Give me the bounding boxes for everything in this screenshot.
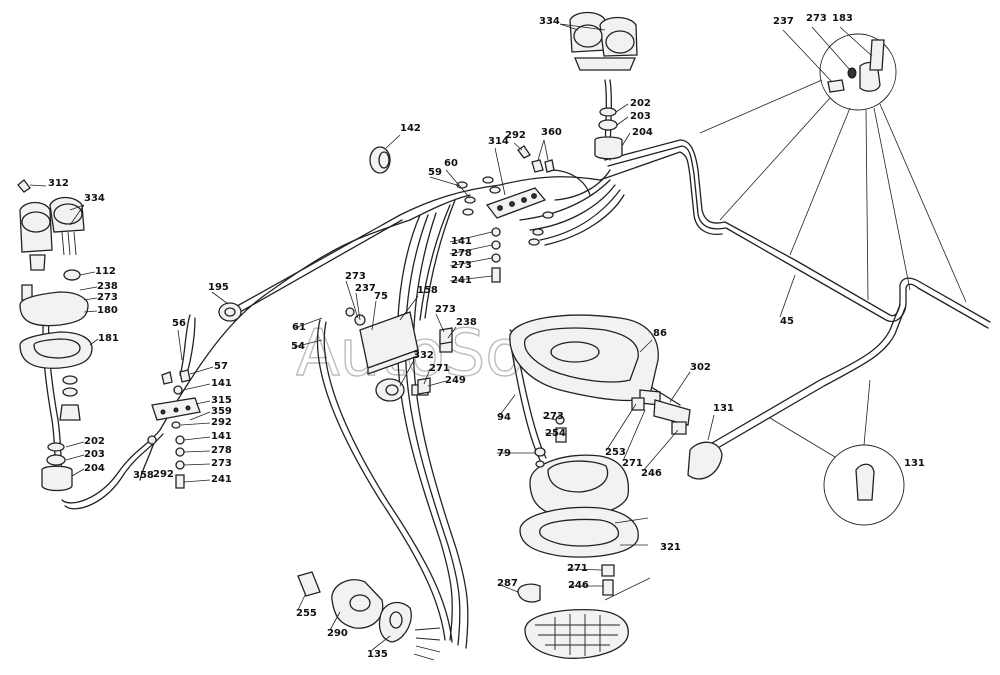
- part-callout-332: 332: [413, 350, 434, 361]
- part-callout-254: 254: [545, 428, 566, 439]
- part-callout-271: 271: [429, 363, 450, 374]
- leader-lines: [65, 23, 873, 651]
- part-callout-273: 273: [435, 304, 456, 315]
- part-callout-246: 246: [568, 580, 589, 591]
- part-callout-195: 195: [208, 282, 229, 293]
- part-callout-237: 237: [355, 283, 376, 294]
- part-callout-79: 79: [497, 448, 511, 459]
- part-callout-204: 204: [632, 127, 653, 138]
- part-callout-273: 273: [806, 13, 827, 24]
- left-lamp-assembly: [17, 179, 93, 492]
- part-callout-292: 292: [505, 130, 526, 141]
- part-callout-360: 360: [541, 127, 562, 138]
- part-callout-314: 314: [488, 136, 509, 147]
- part-callout-292: 292: [153, 469, 174, 480]
- part-callout-94: 94: [497, 412, 511, 423]
- bracket-131-detail: [687, 379, 905, 526]
- part-callout-302: 302: [690, 362, 711, 373]
- part-callout-202: 202: [84, 436, 105, 447]
- part-callout-312: 312: [48, 178, 69, 189]
- part-callout-57: 57: [214, 361, 228, 372]
- part-callout-253: 253: [605, 447, 626, 458]
- bracket-183-detail: [699, 33, 967, 303]
- part-callout-273: 273: [543, 411, 564, 422]
- part-callout-292: 292: [211, 417, 232, 428]
- part-callout-321: 321: [660, 542, 681, 553]
- small-fasteners: [417, 327, 567, 468]
- terminals-56-57: [161, 369, 191, 385]
- part-callout-359: 359: [211, 406, 232, 417]
- part-callout-59: 59: [428, 167, 442, 178]
- part-callout-255: 255: [296, 608, 317, 619]
- part-callout-183: 183: [832, 13, 853, 24]
- part-callout-358: 358: [133, 470, 154, 481]
- part-callout-241: 241: [211, 474, 232, 485]
- part-callout-61: 61: [292, 322, 306, 333]
- part-callout-287: 287: [497, 578, 518, 589]
- socket-290-group: [297, 571, 441, 661]
- part-callout-273: 273: [345, 271, 366, 282]
- part-callout-203: 203: [84, 449, 105, 460]
- part-callout-54: 54: [291, 341, 305, 352]
- terminal-block-314: [485, 145, 555, 283]
- lens-stack-321: [517, 454, 651, 659]
- part-callout-273: 273: [211, 458, 232, 469]
- part-callout-246: 246: [641, 468, 662, 479]
- part-callout-334: 334: [84, 193, 105, 204]
- part-callout-180: 180: [97, 305, 118, 316]
- part-callout-135: 135: [367, 649, 388, 660]
- part-callout-112: 112: [95, 266, 116, 277]
- part-callout-131: 131: [713, 403, 734, 414]
- part-callout-315: 315: [211, 395, 232, 406]
- part-callout-241: 241: [451, 275, 472, 286]
- part-callout-271: 271: [622, 458, 643, 469]
- part-callout-278: 278: [451, 248, 472, 259]
- part-callout-141: 141: [211, 378, 232, 389]
- part-callout-273: 273: [451, 260, 472, 271]
- part-callout-249: 249: [445, 375, 466, 386]
- part-callout-278: 278: [211, 445, 232, 456]
- top-lamp-assembly: [569, 11, 638, 160]
- part-callout-271: 271: [567, 563, 588, 574]
- part-callout-290: 290: [327, 628, 348, 639]
- part-callout-158: 158: [417, 285, 438, 296]
- part-callout-202: 202: [630, 98, 651, 109]
- grommet-195: [218, 302, 242, 322]
- left-connector-block: [147, 385, 201, 489]
- part-callout-204: 204: [84, 463, 105, 474]
- rear-lamp-housing: [509, 314, 691, 435]
- part-callout-203: 203: [630, 111, 651, 122]
- part-callout-237: 237: [773, 16, 794, 27]
- part-callout-273: 273: [97, 292, 118, 303]
- part-callout-238: 238: [97, 281, 118, 292]
- part-callout-131: 131: [904, 458, 925, 469]
- part-callout-141: 141: [211, 431, 232, 442]
- part-callout-181: 181: [98, 333, 119, 344]
- part-callout-86: 86: [653, 328, 667, 339]
- part-callout-334: 334: [539, 16, 560, 27]
- part-callout-45: 45: [780, 316, 794, 327]
- part-callout-56: 56: [172, 318, 186, 329]
- part-callout-238: 238: [456, 317, 477, 328]
- grommet-142: [369, 146, 391, 174]
- part-callout-142: 142: [400, 123, 421, 134]
- ring-terminals-59-60: [456, 176, 554, 246]
- part-callout-141: 141: [451, 236, 472, 247]
- part-callout-60: 60: [444, 158, 458, 169]
- part-callout-75: 75: [374, 291, 388, 302]
